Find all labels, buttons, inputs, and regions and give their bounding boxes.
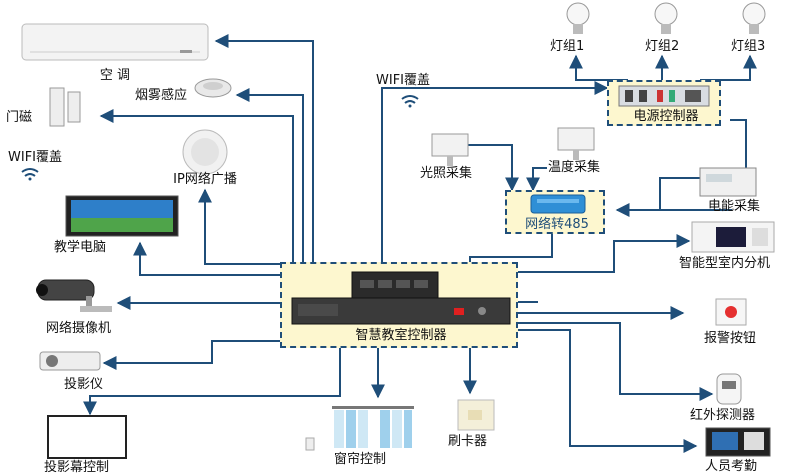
light-sensor-label: 光照采集 — [420, 166, 473, 181]
line-net485-to-controller — [469, 234, 553, 262]
card-reader-label: 刷卡器 — [448, 434, 488, 449]
controller-device-image — [291, 271, 511, 325]
controller-box[interactable]: 智慧教室控制器 — [280, 262, 518, 348]
ip-broadcast-label: IP网络广播 — [173, 172, 237, 187]
light1-icon — [566, 2, 590, 34]
line-to-projection-screen — [83, 348, 341, 416]
wifi-left-label: WIFI覆盖 — [8, 150, 62, 165]
ir-detector-label: 红外探测器 — [690, 408, 756, 423]
line-to-ip-broadcast — [198, 188, 283, 265]
line-from-light-sensor — [468, 144, 519, 192]
light3-icon — [742, 2, 766, 34]
light1-label: 灯组1 — [550, 39, 585, 54]
network-camera-label: 网络摄像机 — [46, 321, 112, 336]
line-power-controller-meter — [730, 119, 747, 170]
net485-label: 网络转485 — [525, 217, 589, 232]
power-controller-image — [618, 85, 710, 107]
projector-label: 投影仪 — [64, 377, 104, 392]
smoke-sensor-label: 烟雾感应 — [135, 88, 188, 103]
line-to-teaching-pc — [133, 241, 280, 276]
air-conditioner[interactable] — [20, 22, 210, 72]
power-controller-box[interactable]: 电源控制器 — [607, 80, 721, 126]
air-conditioner-image — [21, 23, 209, 61]
line-to-air-conditioner — [214, 34, 314, 262]
power-meter-label: 电能采集 — [708, 199, 761, 214]
line-power-meter-feed — [659, 177, 700, 210]
power-controller-label: 电源控制器 — [633, 109, 699, 124]
curtain-label: 窗帘控制 — [334, 452, 387, 467]
light2-icon — [654, 2, 678, 34]
line-to-attendance — [518, 329, 698, 453]
line-to-ir-detector — [518, 322, 714, 401]
door-magnet-label: 门磁 — [6, 110, 33, 125]
net485-image — [530, 194, 586, 214]
air-conditioner-label: 空 调 — [99, 68, 131, 83]
projection-screen-label: 投影幕控制 — [44, 460, 110, 475]
intercom-label: 智能型室内分机 — [679, 256, 771, 271]
temp-sensor-label: 温度采集 — [548, 160, 601, 175]
attendance-label: 人员考勤 — [705, 459, 758, 474]
alarm-button-label: 报警按钮 — [704, 331, 757, 346]
line-to-intercom — [518, 234, 691, 273]
teaching-pc-label: 教学电脑 — [54, 240, 107, 255]
light3-label: 灯组3 — [731, 39, 766, 54]
wifi-top-label: WIFI覆盖 — [376, 73, 430, 88]
controller-label: 智慧教室控制器 — [355, 328, 447, 343]
line-to-power-controller — [381, 81, 609, 262]
light2-label: 灯组2 — [645, 39, 680, 54]
net485-box[interactable]: 网络转485 — [505, 190, 605, 234]
line-from-temp-sensor — [526, 167, 547, 192]
line-to-door-magnet — [99, 109, 294, 262]
line-to-smoke-sensor — [235, 88, 304, 262]
line-to-projector — [102, 340, 280, 370]
